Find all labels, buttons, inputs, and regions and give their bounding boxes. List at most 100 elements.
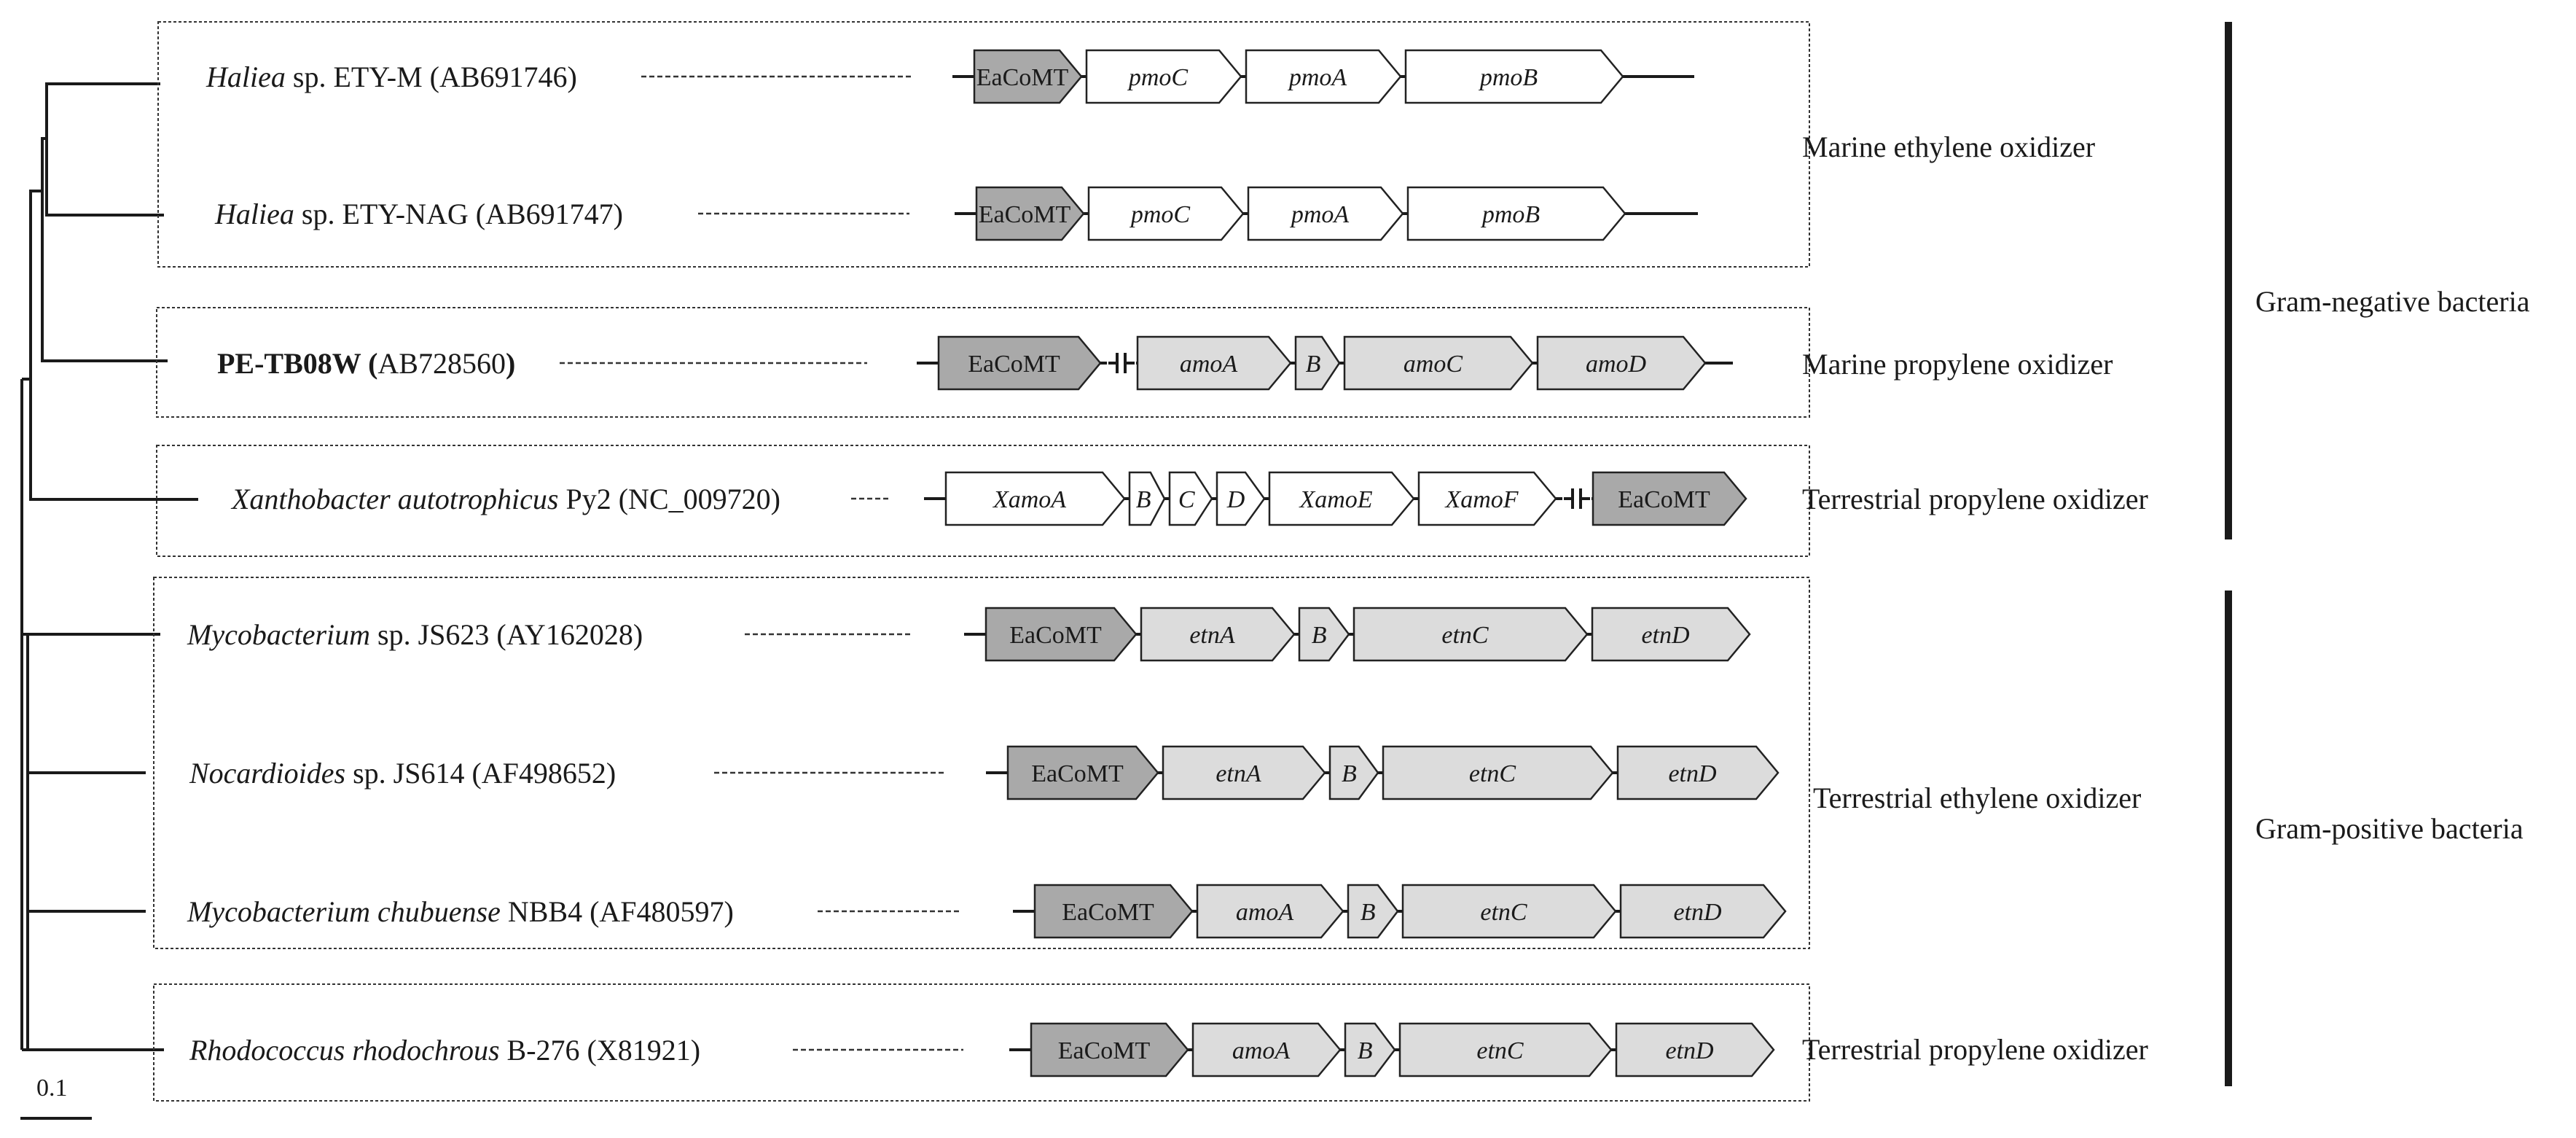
strain-label: Mycobacterium chubuense NBB4 (AF480597) xyxy=(187,895,734,928)
group-label-terrestrial-propylene-1: Terrestrial propylene oxidizer xyxy=(1802,483,2148,515)
gene-arrow-pmoc xyxy=(1085,49,1242,104)
strain-label-part: NBB4 (AF480597) xyxy=(501,895,734,928)
gene-label-b: B xyxy=(1306,351,1321,378)
strain-row: Haliea sp. ETY-M (AB691746) EaCoMT pmoC pmo… xyxy=(205,49,1694,104)
actinobacteria-group-box xyxy=(153,577,1810,949)
group-label-marine-propylene: Marine propylene oxidizer xyxy=(1802,348,2113,381)
strain-label-part: sp. JS623 (AY162028) xyxy=(370,618,643,651)
gene-label-d: D xyxy=(1226,486,1245,513)
gene-arrow-etnd xyxy=(1615,1022,1775,1077)
gene-arrow-amoc xyxy=(1343,335,1534,391)
gene-label-etnc: etnC xyxy=(1480,899,1527,926)
gene-arrow-xamof xyxy=(1417,471,1557,526)
group-label-terrestrial-ethylene: Terrestrial ethylene oxidizer xyxy=(1813,782,2141,814)
gene-label-eacomt: EaCoMT xyxy=(1031,760,1124,787)
gram-positive-label: Gram-positive bacteria xyxy=(2255,812,2524,845)
group-label-terrestrial-propylene-2: Terrestrial propylene oxidizer xyxy=(1802,1033,2148,1066)
gene-arrow-eacomt xyxy=(1033,884,1194,939)
gene-arrow-amoa xyxy=(1136,335,1292,391)
gene-label-amoa: amoA xyxy=(1180,351,1238,378)
strain-row: Nocardioides sp. JS614 (AF498652) EaCoMT e… xyxy=(189,745,1780,800)
strain-label-part: PE-TB08W ( xyxy=(217,347,377,380)
gene-arrow-eacomt xyxy=(975,186,1085,241)
gene-arrow-b xyxy=(1344,1022,1396,1077)
strain-label-part: Mycobacterium chubuense xyxy=(187,895,501,928)
gene-label-pmoc: pmoC xyxy=(1130,201,1191,228)
gene-arrow-eacomt xyxy=(973,49,1083,104)
gene-arrow-pmoa xyxy=(1245,49,1402,104)
gene-label-b: B xyxy=(1136,486,1151,513)
gene-arrow-etnc xyxy=(1352,607,1589,662)
strain-label-part: Mycobacterium xyxy=(187,618,370,651)
strain-label: Nocardioides sp. JS614 (AF498652) xyxy=(189,757,616,790)
gene-arrow-etnd xyxy=(1619,884,1787,939)
break-gap xyxy=(1107,359,1136,367)
strain-label-part: sp. ETY-M (AB691746) xyxy=(286,61,577,93)
gene-label-pmob: pmoB xyxy=(1481,201,1540,228)
gene-arrow-d xyxy=(1215,471,1266,526)
strain-rows: Haliea sp. ETY-M (AB691746) EaCoMT pmoC pmo… xyxy=(187,49,1787,1077)
gene-label-eacomt: EaCoMT xyxy=(979,201,1071,228)
gene-arrow-eacomt xyxy=(937,335,1102,391)
strain-label: Xanthobacter autotrophicus Py2 (NC_00972… xyxy=(230,483,780,515)
group-labels: Marine ethylene oxidizer Marine propylen… xyxy=(1802,130,2148,1066)
gram-negative-label: Gram-negative bacteria xyxy=(2255,285,2530,318)
gene-label-b: B xyxy=(1358,1037,1373,1064)
strain-row: Xanthobacter autotrophicus Py2 (NC_00972… xyxy=(230,471,1747,526)
strain-row: Mycobacterium sp. JS623 (AY162028)EaCoMT… xyxy=(187,607,1751,662)
gene-label-amoa: amoA xyxy=(1232,1037,1291,1064)
gene-label-amoa: amoA xyxy=(1236,899,1294,926)
gene-label-eacomt: EaCoMT xyxy=(1062,899,1154,926)
gene-label-etnd: etnD xyxy=(1668,760,1717,787)
gene-arrow-amoa xyxy=(1196,884,1344,939)
gene-label-b: B xyxy=(1361,899,1376,926)
gene-label-etna: etnA xyxy=(1215,760,1261,787)
gene-label-amod: amoD xyxy=(1586,351,1647,378)
gene-arrow-amoa xyxy=(1191,1022,1342,1077)
gene-arrow-c xyxy=(1168,471,1213,526)
gene-arrow-eacomt xyxy=(1030,1022,1189,1077)
strain-label-part: sp. JS614 (AF498652) xyxy=(345,757,616,790)
gene-label-eacomt: EaCoMT xyxy=(1618,486,1710,513)
tree-branches xyxy=(20,82,198,1051)
gene-label-xamoe: XamoE xyxy=(1298,486,1372,513)
gene-arrow-b xyxy=(1298,607,1350,662)
scale-bar: 0.1 xyxy=(20,1075,92,1120)
gene-label-b: B xyxy=(1342,760,1357,787)
gene-arrow-etnc xyxy=(1382,745,1614,800)
gene-arrow-etnd xyxy=(1591,607,1751,662)
gene-arrow-pmob xyxy=(1406,186,1626,241)
strain-row: Rhodococcus rhodochrous B-276 (X81921)Ea… xyxy=(189,1022,1775,1077)
strain-label-part: Nocardioides xyxy=(189,757,345,790)
gene-label-eacomt: EaCoMT xyxy=(976,64,1069,91)
gene-label-pmoc: pmoC xyxy=(1127,64,1189,91)
gene-arrow-pmoa xyxy=(1247,186,1404,241)
strain-label: PE-TB08W (AB728560) xyxy=(217,347,515,380)
gene-arrow-pmob xyxy=(1404,49,1624,104)
gene-arrow-amod xyxy=(1536,335,1707,391)
strain-label: Haliea sp. ETY-NAG (AB691747) xyxy=(214,198,623,230)
scale-bar-label: 0.1 xyxy=(36,1075,68,1102)
gene-arrow-xamoa xyxy=(944,471,1126,526)
gene-label-amoc: amoC xyxy=(1404,351,1463,378)
strain-label: Haliea sp. ETY-M (AB691746) xyxy=(205,61,577,93)
strain-label-part: ) xyxy=(506,347,515,380)
gene-label-b: B xyxy=(1312,622,1327,649)
strain-label-part: AB728560 xyxy=(377,347,506,380)
break-gap xyxy=(1562,494,1592,503)
gene-arrow-etna xyxy=(1140,607,1296,662)
gene-label-pmoa: pmoA xyxy=(1288,64,1347,91)
strain-label-part: B-276 (X81921) xyxy=(500,1034,701,1067)
group-label-marine-ethylene: Marine ethylene oxidizer xyxy=(1802,130,2095,163)
strain-label-part: Rhodococcus rhodochrous xyxy=(189,1034,500,1067)
gene-arrow-etnd xyxy=(1616,745,1780,800)
strain-label-part: Py2 (NC_009720) xyxy=(558,483,780,515)
gene-label-c: C xyxy=(1178,486,1195,513)
gene-label-etnc: etnC xyxy=(1476,1037,1524,1064)
strain-label: Rhodococcus rhodochrous B-276 (X81921) xyxy=(189,1034,700,1067)
gene-arrow-b xyxy=(1128,471,1166,526)
gene-label-xamof: XamoF xyxy=(1444,486,1519,513)
